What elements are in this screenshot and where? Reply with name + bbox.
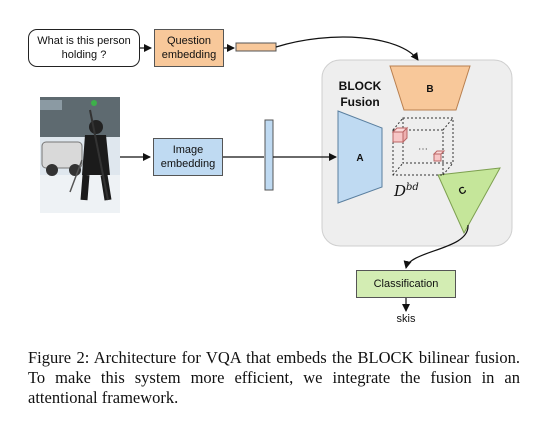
diagram-canvas: ⋯ A B C Dbd — [40, 36, 513, 312]
question-embedding-box: Question embedding — [154, 29, 224, 67]
question-input: What is this person holding ? — [28, 29, 140, 67]
classification-label: Classification — [373, 278, 439, 290]
factor-a-label: A — [356, 153, 363, 164]
image-embedding-label: Image embedding — [160, 144, 216, 170]
image-embedding-box: Image embedding — [153, 138, 223, 176]
factor-a-shape — [337, 110, 383, 204]
classification-box: Classification — [356, 270, 456, 298]
question-embedding-label: Question embedding — [161, 35, 217, 61]
question-vector — [235, 42, 277, 52]
factor-c-label: C — [457, 185, 469, 198]
factor-b-shape — [389, 65, 471, 111]
factor-b-label: B — [426, 84, 433, 95]
factor-c-shape — [437, 167, 501, 235]
core-block-cubes — [391, 126, 446, 162]
question-text: What is this person holding ? — [37, 35, 131, 61]
block-fusion-title: BLOCK Fusion — [338, 79, 382, 109]
figure-caption: Figure 2: Architecture for VQA that embe… — [28, 348, 520, 407]
output-answer: skis — [396, 313, 416, 325]
image-vector — [264, 119, 274, 191]
svg-text:⋯: ⋯ — [418, 144, 428, 155]
input-photo — [40, 97, 120, 213]
core-tensor-label: Dbd — [393, 182, 419, 200]
